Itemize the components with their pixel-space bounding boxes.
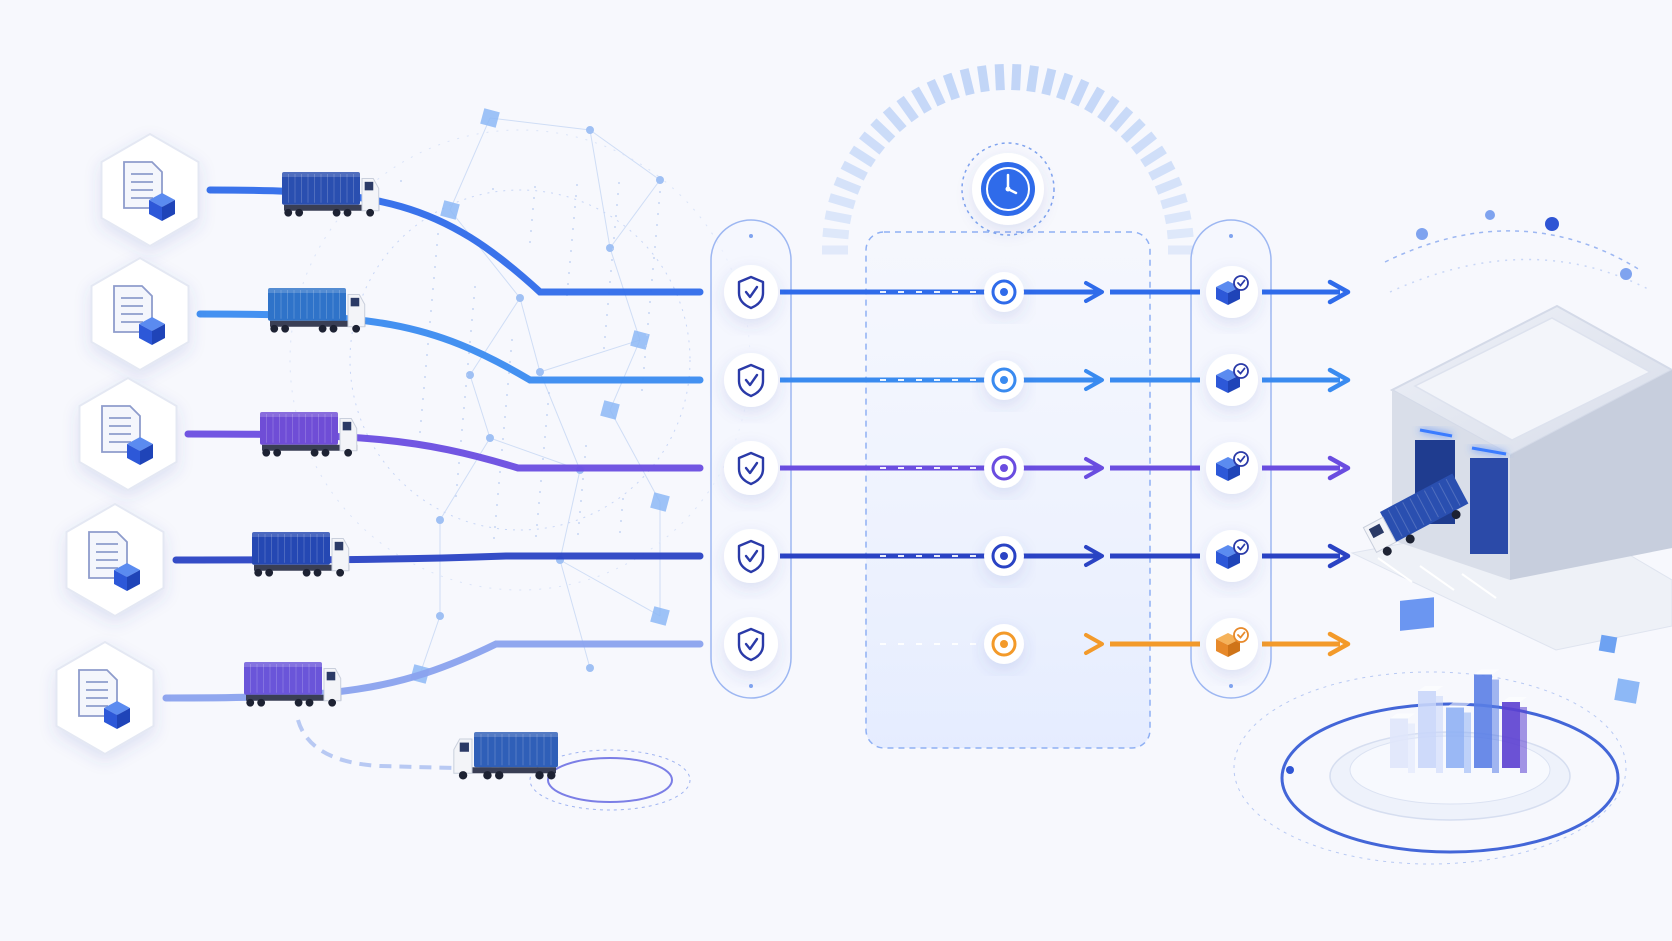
origin-hub xyxy=(78,376,178,492)
arrow-head xyxy=(1084,369,1104,391)
truck-icon xyxy=(252,532,350,577)
shield-check-icon xyxy=(724,441,778,495)
network-node-icon xyxy=(516,294,524,302)
document-icon xyxy=(78,669,118,717)
warehouse-icon xyxy=(1350,304,1672,651)
truck-icon xyxy=(453,732,558,780)
chart-bar xyxy=(1446,702,1471,773)
lane-3 xyxy=(78,376,1351,495)
arrow-head xyxy=(1327,279,1351,305)
checkpoint-icon xyxy=(984,624,1024,664)
network-node-icon xyxy=(630,330,650,350)
document-icon xyxy=(88,531,128,579)
orbit-decoration xyxy=(1286,210,1651,774)
package-icon xyxy=(139,317,165,345)
checkpoint-icon xyxy=(984,360,1024,400)
lane-5 xyxy=(55,617,1351,756)
route-line xyxy=(162,640,704,702)
arrow-head xyxy=(1327,543,1351,569)
arrow-head xyxy=(1084,633,1104,655)
package-check-icon xyxy=(1206,354,1258,406)
package-check-icon xyxy=(1206,618,1258,670)
arrow-head xyxy=(1084,457,1104,479)
origin-hub xyxy=(100,132,200,248)
route-line xyxy=(206,186,704,296)
clock-timer xyxy=(961,142,1055,236)
warehouse xyxy=(1350,304,1672,651)
document-icon xyxy=(101,405,141,453)
network-node-icon xyxy=(656,176,664,184)
analytics-platform xyxy=(1233,597,1627,865)
network-node-icon xyxy=(600,400,620,420)
arrow-head xyxy=(1327,367,1351,393)
network-node-icon xyxy=(466,371,474,379)
origin-hub xyxy=(90,256,190,372)
network-node-icon xyxy=(650,606,670,626)
package-icon xyxy=(149,193,175,221)
lane-1 xyxy=(100,132,1351,319)
package-check-icon xyxy=(1206,530,1258,582)
route-line xyxy=(196,310,704,384)
clock-arc-decoration xyxy=(822,63,1194,255)
network-node-icon xyxy=(436,612,444,620)
lane-4 xyxy=(65,502,1351,618)
clock-icon xyxy=(981,162,1035,216)
package-check-icon xyxy=(1206,442,1258,494)
chart-bar xyxy=(1418,686,1443,773)
truck-icon xyxy=(260,412,358,457)
network-node-icon xyxy=(486,434,494,442)
lane-2 xyxy=(90,256,1351,407)
pending-truck xyxy=(296,719,691,811)
network-node-icon xyxy=(650,492,670,512)
origin-hub xyxy=(55,640,155,756)
package-icon xyxy=(1400,597,1434,631)
shipment-lanes xyxy=(55,132,1351,756)
truck-icon xyxy=(1362,473,1469,556)
chart-bar xyxy=(1502,697,1527,773)
route-line xyxy=(184,430,704,472)
processing-panel xyxy=(865,231,1151,749)
network-node-icon xyxy=(586,126,594,134)
bar-chart-icon xyxy=(1390,597,1527,773)
route-line xyxy=(172,552,704,564)
truck-icon xyxy=(282,172,380,217)
shield-check-icon xyxy=(724,529,778,583)
network-node-icon xyxy=(586,664,594,672)
shield-check-icon xyxy=(724,617,778,671)
arrow-head xyxy=(1084,281,1104,303)
network-node-icon xyxy=(480,108,500,128)
document-icon xyxy=(113,285,153,333)
checkpoint-icon xyxy=(984,536,1024,576)
document-icon xyxy=(123,161,163,209)
origin-hub xyxy=(65,502,165,618)
shield-check-icon xyxy=(724,353,778,407)
package-icon xyxy=(114,563,140,591)
network-node-icon xyxy=(536,368,544,376)
arrow-head xyxy=(1327,631,1351,657)
package-check-icon xyxy=(1206,266,1258,318)
shield-check-icon xyxy=(724,265,778,319)
truck-icon xyxy=(244,662,342,707)
arrow-head xyxy=(1327,455,1351,481)
truck-icon xyxy=(268,288,366,333)
checkpoint-icon xyxy=(984,272,1024,312)
package-icon xyxy=(104,701,130,729)
package-icon xyxy=(127,437,153,465)
chart-bar xyxy=(1390,713,1415,773)
network-node-icon xyxy=(440,200,460,220)
arrow-head xyxy=(1084,545,1104,567)
checkpoint-icon xyxy=(984,448,1024,488)
network-node-icon xyxy=(436,516,444,524)
chart-bar xyxy=(1474,669,1499,773)
